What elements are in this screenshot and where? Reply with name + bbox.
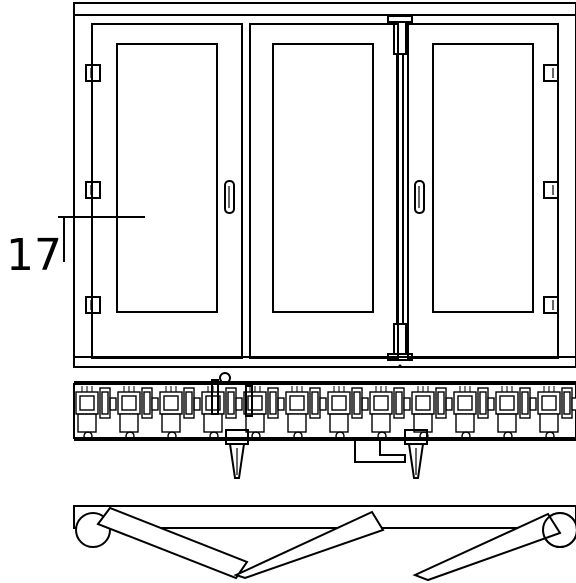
- folding-plan: [73, 505, 576, 582]
- profile-block: [453, 386, 495, 441]
- profile-block: [369, 386, 411, 441]
- profile-block: [159, 386, 201, 441]
- lock-cylinder-1: [225, 429, 249, 479]
- door-panel-middle: [249, 23, 399, 359]
- hinge-right-bottom: [543, 296, 559, 314]
- profile-section: [73, 372, 576, 479]
- hinge-left-middle: [85, 181, 101, 199]
- track: [73, 505, 576, 529]
- door-panel-right: [407, 23, 559, 359]
- glass-pane-right: [432, 43, 534, 313]
- profile-block: [75, 386, 117, 441]
- profile-block: [243, 386, 285, 441]
- lock-cylinder-2: [404, 429, 428, 479]
- profile-block: [285, 386, 327, 441]
- profile-block: [411, 386, 453, 441]
- profile-block: [495, 386, 537, 441]
- door-elevation: [73, 2, 576, 368]
- center-post: [387, 15, 413, 368]
- hinge-left-bottom: [85, 296, 101, 314]
- profile-blocks: [75, 386, 576, 441]
- folded-leaf-1: [96, 506, 249, 580]
- glass-pane-middle: [272, 43, 374, 313]
- door-panel-left: [85, 23, 243, 359]
- glass-pane-left: [116, 43, 218, 313]
- profile-block: [201, 386, 243, 441]
- hinge-left-top: [85, 64, 101, 82]
- outer-frame: [73, 2, 576, 368]
- callout-label: 17: [6, 230, 62, 281]
- handle-right: [414, 180, 425, 214]
- handle-left: [224, 180, 235, 214]
- folded-leaf-3: [412, 512, 562, 582]
- profile-block: [327, 386, 369, 441]
- folded-leaf-2: [233, 510, 385, 580]
- hinge-right-top: [543, 64, 559, 82]
- hinge-right-middle: [543, 181, 559, 199]
- profile-block: [537, 386, 576, 441]
- profile-block: [117, 386, 159, 441]
